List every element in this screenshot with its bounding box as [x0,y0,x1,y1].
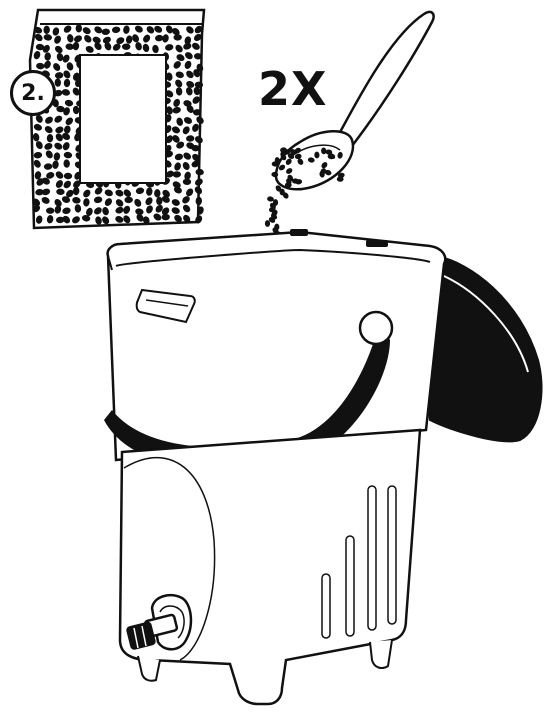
dose-multiplier: 2X [258,62,327,116]
step-number: 2. [10,70,56,116]
bag-label-window [80,55,166,183]
granule-bag-icon [30,10,205,228]
